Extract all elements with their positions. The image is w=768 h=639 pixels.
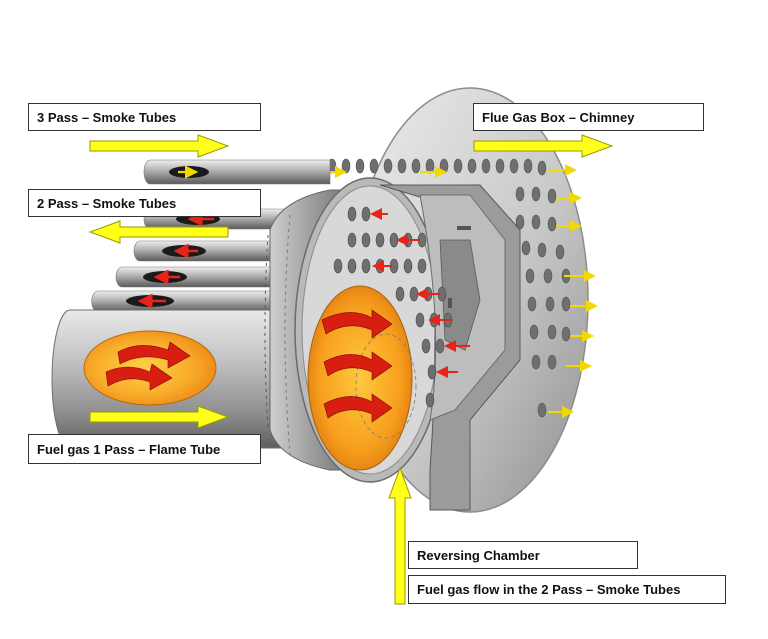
yellow-flow-arrows: [88, 134, 614, 605]
arrow-3pass: [89, 134, 230, 158]
combustion-red-arrows: [321, 309, 393, 423]
tube-2pass-2: [133, 240, 291, 262]
rear-plate-tube-holes: [327, 158, 571, 418]
label-3-pass-smoke-tubes: 3 Pass – Smoke Tubes: [28, 103, 261, 131]
front-tube-plate: [307, 206, 470, 471]
label-fuel-gas-flow-2-pass: Fuel gas flow in the 2 Pass – Smoke Tube…: [408, 575, 726, 604]
flame-tube-red-arrows: [105, 341, 191, 391]
label-flue-gas-box: Flue Gas Box – Chimney: [473, 103, 704, 131]
arrow-reversing: [388, 466, 412, 605]
arrow-1pass: [89, 405, 230, 429]
arrow-2pass: [88, 220, 229, 244]
label-1-pass-flame-tube: Fuel gas 1 Pass – Flame Tube: [28, 434, 261, 464]
flame-tube: [51, 309, 301, 449]
flame-tube-fire: [83, 330, 217, 406]
combustion-chamber-fire: [307, 285, 413, 471]
label-2-pass-smoke-tubes: 2 Pass – Smoke Tubes: [28, 189, 261, 217]
tube-2pass-4: [91, 290, 283, 313]
label-reversing-chamber: Reversing Chamber: [408, 541, 638, 569]
front-plate-red-arrows: [370, 208, 470, 378]
arrow-flue: [473, 134, 614, 158]
tube-2pass-3: [115, 266, 286, 288]
flue-gas-exit-arrows: [325, 164, 598, 418]
tube-3pass: [143, 159, 331, 185]
